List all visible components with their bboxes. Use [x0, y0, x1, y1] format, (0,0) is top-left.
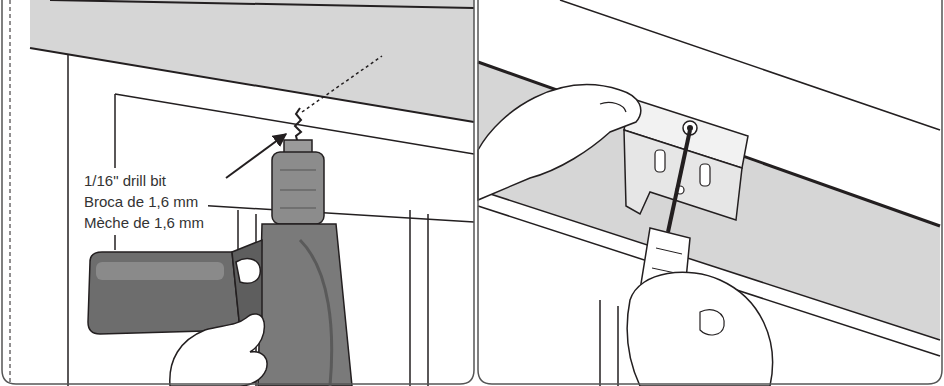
callout-label: Mèche de 1,6 mm [84, 212, 204, 233]
panel-border [478, 0, 942, 384]
right-panel [478, 0, 940, 386]
callout-box: 1/16" drill bitBroca de 1,6 mmMèche de 1… [80, 168, 208, 235]
callout-label: 1/16" drill bit [84, 170, 204, 191]
callout-label: Broca de 1,6 mm [84, 191, 204, 212]
panel-border [2, 0, 474, 384]
left-panel [0, 0, 474, 386]
